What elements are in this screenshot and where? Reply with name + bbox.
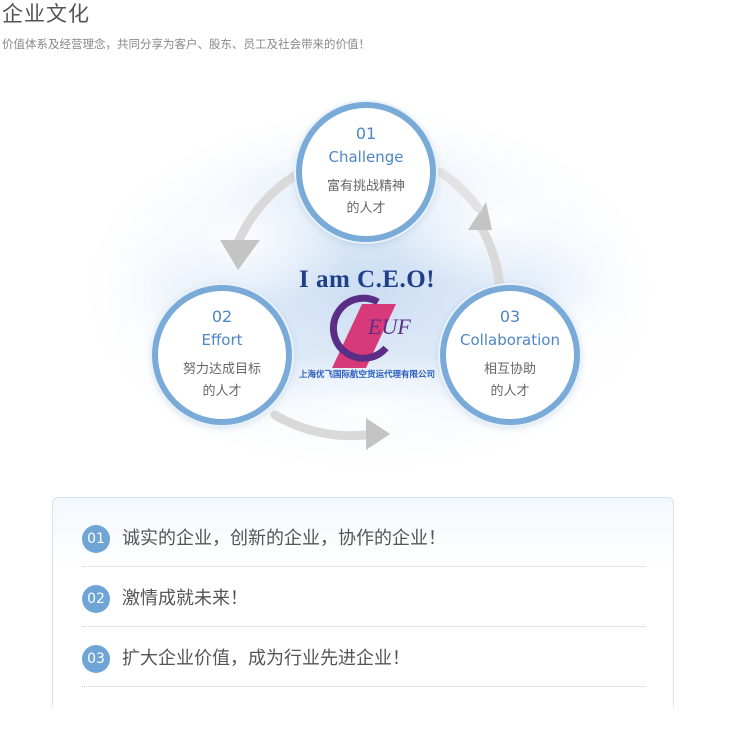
value-text: 扩大企业价值，成为行业先进企业！ bbox=[122, 648, 410, 669]
circle-description-line: 的人才 bbox=[202, 384, 242, 399]
circle-number: 03 bbox=[499, 307, 521, 326]
cycle-arc bbox=[475, 220, 505, 295]
value-number-badge: 03 bbox=[82, 645, 110, 673]
circle-description-line: 努力达成目标 bbox=[182, 362, 261, 377]
page-subtitle: 价值体系及经营理念，共同分享为客户、股东、员工及社会带来的价值！ bbox=[2, 37, 370, 51]
logo-slogan: I am C.E.O! bbox=[298, 266, 436, 293]
circle-description-line: 的人才 bbox=[346, 201, 386, 216]
logo-mark-text: EUF bbox=[367, 314, 411, 339]
logo-company-name: 上海优飞国际航空货运代理有限公司 bbox=[298, 370, 435, 380]
circle-description-line: 相互协助 bbox=[483, 362, 536, 377]
arrow-collab-to-challenge-icon bbox=[468, 202, 492, 230]
cycle-arc bbox=[270, 410, 370, 441]
list-item: 01 诚实的企业，创新的企业，协作的企业！ bbox=[82, 508, 645, 567]
value-text: 激情成就未来！ bbox=[122, 588, 248, 609]
culture-diagram: 01 Challenge 富有挑战精神 的人才 02 Effort 努力达成目标… bbox=[60, 90, 680, 490]
circle-effort: 02 Effort 努力达成目标 的人才 bbox=[152, 285, 292, 425]
list-item: 03 扩大企业价值，成为行业先进企业！ bbox=[82, 628, 645, 687]
cycle-arrows bbox=[220, 167, 505, 450]
values-panel: 01 诚实的企业，创新的企业，协作的企业！ 02 激情成就未来！ 03 扩大企业… bbox=[52, 497, 674, 707]
circle-number: 01 bbox=[355, 124, 377, 143]
arrow-challenge-to-effort-icon bbox=[220, 240, 260, 270]
circle-title: Effort bbox=[201, 331, 243, 349]
circle-collaboration: 03 Collaboration 相互协助 的人才 bbox=[440, 285, 580, 425]
circle-description-line: 富有挑战精神 bbox=[326, 179, 405, 194]
value-text: 诚实的企业，创新的企业，协作的企业！ bbox=[122, 528, 446, 549]
circle-description: 努力达成目标 的人才 bbox=[158, 359, 286, 403]
circle-description: 相互协助 的人才 bbox=[446, 359, 574, 403]
arrow-effort-to-collab-icon bbox=[366, 418, 390, 450]
circle-challenge: 01 Challenge 富有挑战精神 的人才 bbox=[296, 102, 436, 242]
circle-title: Collaboration bbox=[460, 331, 560, 349]
circle-description-line: 的人才 bbox=[490, 384, 530, 399]
company-logo-icon: EUF bbox=[329, 294, 411, 368]
value-number-badge: 02 bbox=[82, 585, 110, 613]
page-title: 企业文化 bbox=[2, 2, 90, 26]
list-item: 02 激情成就未来！ bbox=[82, 568, 645, 627]
circle-description: 富有挑战精神 的人才 bbox=[302, 176, 430, 220]
circle-title: Challenge bbox=[328, 148, 404, 166]
cycle-arc bbox=[230, 170, 301, 255]
circle-number: 02 bbox=[211, 307, 233, 326]
value-number-badge: 01 bbox=[82, 525, 110, 553]
